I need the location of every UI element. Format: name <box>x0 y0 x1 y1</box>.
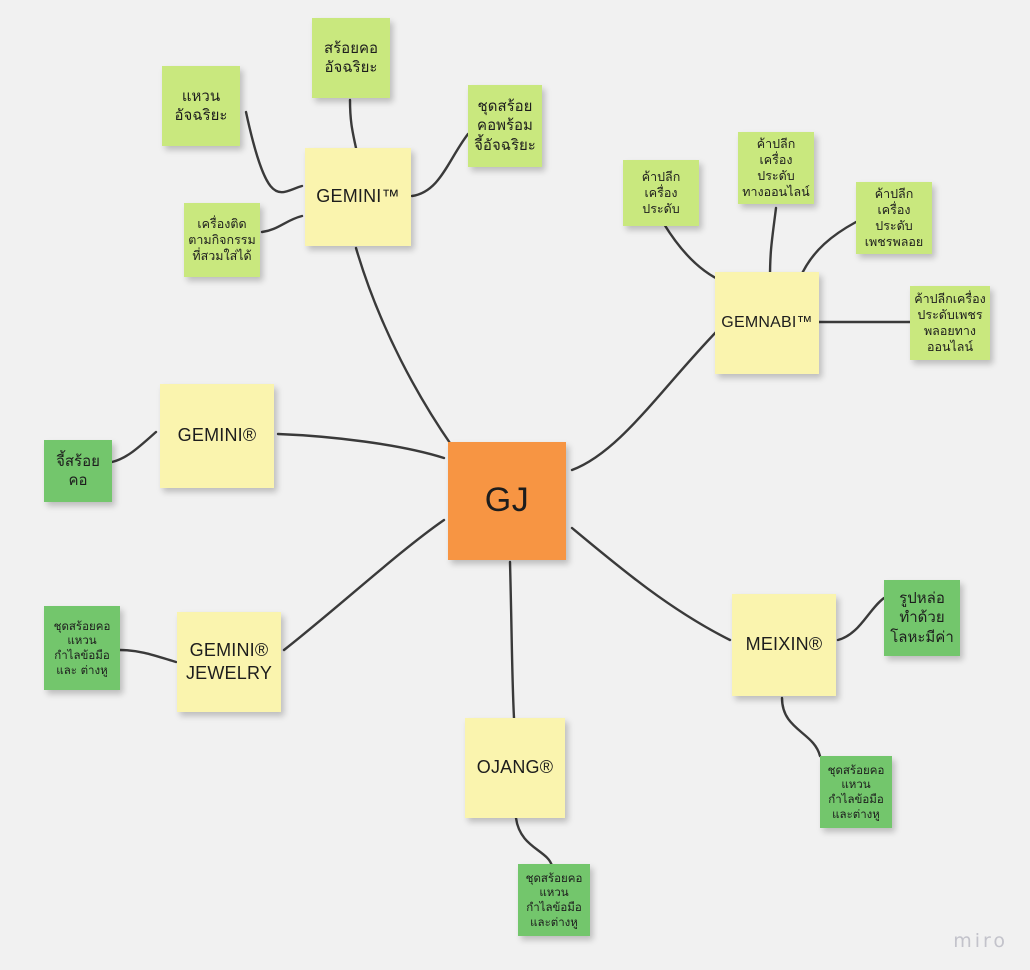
note-label: รูปหล่อ ทำด้วย โลหะมีค่า <box>890 589 954 646</box>
note-gemini-tm-child-1[interactable]: แหวน อัจฉริยะ <box>162 66 240 146</box>
note-gemnabi-child-4[interactable]: ค้าปลีกเครื่อง ประดับเพชร พลอยทาง ออนไลน… <box>910 286 990 360</box>
note-gemini-jewelry-child-1[interactable]: ชุดสร้อยคอ แหวน กำไลข้อมือ และ ต่างหู <box>44 606 120 690</box>
link-meixin-c1 <box>836 596 886 642</box>
node-meixin-r-label: MEIXIN® <box>745 634 823 655</box>
node-gemini-r[interactable]: GEMINI® <box>160 384 274 488</box>
link-gemini-tm-c2 <box>348 98 358 150</box>
node-meixin-r[interactable]: MEIXIN® <box>732 594 836 696</box>
node-gemini-r-label: GEMINI® <box>177 425 257 446</box>
note-gemini-tm-child-3[interactable]: ชุดสร้อย คอพร้อม จี้อัจฉริยะ <box>468 85 542 167</box>
link-gj-meixin-r <box>570 526 732 642</box>
link-gj-gemnabi-tm <box>570 328 720 472</box>
node-gj-label: GJ <box>484 481 530 520</box>
link-gj-ojang-r <box>508 560 516 720</box>
node-gemini-tm-label: GEMINI™ <box>316 186 400 207</box>
link-gemini-jewelry-c1 <box>118 648 178 664</box>
note-label: จี้สร้อยคอ <box>56 451 100 489</box>
link-gemini-tm-c3 <box>410 132 470 198</box>
node-gemini-tm[interactable]: GEMINI™ <box>305 148 411 246</box>
note-meixin-r-child-1[interactable]: รูปหล่อ ทำด้วย โลหะมีค่า <box>884 580 960 656</box>
note-label: ค้าปลีก เครื่องประดับ <box>641 169 681 216</box>
node-gemini-jewelry-label: GEMINI® JEWELRY <box>185 639 273 683</box>
note-label: เครื่องติด ตามกิจกรรม ที่สวมใส่ได้ <box>188 216 256 263</box>
link-gj-gemini-tm <box>354 246 454 448</box>
note-label: ชุดสร้อยคอ แหวน กำไลข้อมือ และ ต่างหู <box>53 618 111 677</box>
note-label: ชุดสร้อยคอ แหวน กำไลข้อมือ และต่างหู <box>525 870 583 929</box>
node-ojang-r[interactable]: OJANG® <box>465 718 565 818</box>
note-label: แหวน อัจฉริยะ <box>174 86 228 124</box>
note-gemnabi-child-3[interactable]: ค้าปลีก เครื่องประดับ เพชรพลอย <box>856 182 932 254</box>
node-ojang-r-label: OJANG® <box>476 757 554 778</box>
note-gemini-tm-child-2[interactable]: สร้อยคอ อัจฉริยะ <box>312 18 390 98</box>
link-ojang-c1 <box>514 816 554 868</box>
note-gemnabi-child-1[interactable]: ค้าปลีก เครื่องประดับ <box>623 160 699 226</box>
link-gemini-r-c1 <box>110 430 158 464</box>
note-label: ชุดสร้อยคอ แหวน กำไลข้อมือ และต่างหู <box>827 762 885 821</box>
link-meixin-c2 <box>780 696 822 758</box>
link-gj-gemini-r <box>276 432 446 460</box>
note-label: ชุดสร้อย คอพร้อม จี้อัจฉริยะ <box>474 97 536 154</box>
note-label: สร้อยคอ อัจฉริยะ <box>323 38 379 76</box>
link-gemini-tm-c1 <box>244 110 304 194</box>
note-gemini-tm-child-4[interactable]: เครื่องติด ตามกิจกรรม ที่สวมใส่ได้ <box>184 203 260 277</box>
note-label: ค้าปลีกเครื่อง ประดับเพชร พลอยทาง ออนไลน… <box>914 291 986 354</box>
note-ojang-r-child-1[interactable]: ชุดสร้อยคอ แหวน กำไลข้อมือ และต่างหู <box>518 864 590 936</box>
node-gemnabi-tm-label: GEMNABI™ <box>721 313 813 331</box>
miro-watermark: miro <box>953 930 1008 952</box>
note-label: ค้าปลีก เครื่องประดับ ทางออนไลน์ <box>742 136 810 199</box>
note-label: ค้าปลีก เครื่องประดับ เพชรพลอย <box>864 186 924 249</box>
link-gemini-tm-c4 <box>260 214 304 234</box>
node-gemnabi-tm[interactable]: GEMNABI™ <box>715 272 819 374</box>
note-gemnabi-child-2[interactable]: ค้าปลีก เครื่องประดับ ทางออนไลน์ <box>738 132 814 204</box>
node-gemini-jewelry[interactable]: GEMINI® JEWELRY <box>177 612 281 712</box>
link-gj-gemini-jewelry <box>282 518 446 652</box>
link-gemnabi-c3 <box>798 220 858 280</box>
node-gj[interactable]: GJ <box>448 442 566 560</box>
link-gemnabi-c2 <box>768 206 778 280</box>
note-gemini-r-child-1[interactable]: จี้สร้อยคอ <box>44 440 112 502</box>
note-meixin-r-child-2[interactable]: ชุดสร้อยคอ แหวน กำไลข้อมือ และต่างหู <box>820 756 892 828</box>
